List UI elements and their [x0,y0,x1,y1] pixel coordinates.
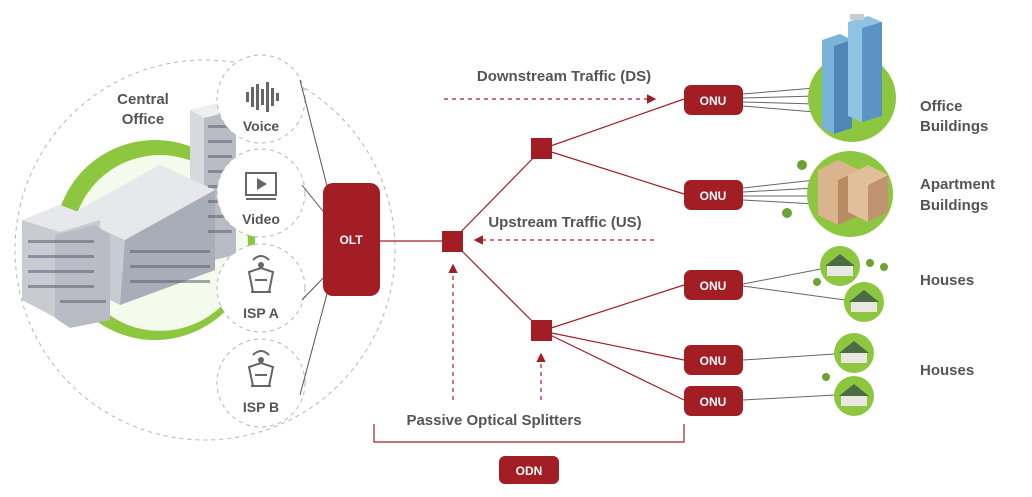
onu-box: ONU [684,180,743,210]
service-isp-b: ISP B [216,338,306,428]
splitter-bottom [531,320,552,341]
service-to-olt-lines [299,79,329,396]
onu-label: ONU [700,354,727,368]
central-office-buildings [22,102,236,328]
office-buildings-illustration [808,14,896,142]
apartment-buildings-label-line2: Buildings [920,197,988,214]
houses-label: Houses [920,272,974,289]
house-icon [820,246,860,286]
onu-label: ONU [700,279,727,293]
splitter-top [531,138,552,159]
splitters-label: Passive Optical Splitters [406,412,581,429]
olt-label: OLT [339,233,363,247]
central-office-boundary [14,59,396,441]
central-office-label-line1: Central [117,91,169,108]
service-voice: Voice [216,54,306,144]
onu-box: ONU [684,85,743,115]
apartment-buildings-label-line1: Apartment [920,176,995,193]
odn-label: ODN [516,464,543,478]
house-icon [844,282,884,322]
odn-bracket [373,424,685,443]
tree-icons [813,259,888,381]
office-buildings-label-line1: Office [920,98,963,115]
apartment-buildings-illustration [782,151,893,237]
splitter-main [442,231,463,252]
service-voice-label: Voice [243,118,280,134]
service-video-label: Video [242,211,280,227]
upstream-traffic-label: Upstream Traffic (US) [488,214,641,231]
video-player-icon [245,172,277,200]
isp-b-tower-icon [247,350,275,387]
fiber-lines [380,98,685,401]
houses-label: Houses [920,362,974,379]
service-isp-b-label: ISP B [243,399,279,415]
service-video: Video [216,148,306,238]
onu-box: ONU [684,270,743,300]
onu-label: ONU [700,94,727,108]
olt-box: OLT [323,183,380,296]
voice-waveform-icon [246,82,279,112]
house-icon [834,376,874,416]
onu-label: ONU [700,189,727,203]
central-office-label-line2: Office [122,111,165,128]
office-buildings-label-line2: Buildings [920,118,988,135]
onu-drop-lines [742,87,846,401]
onu-label: ONU [700,395,727,409]
service-isp-a-label: ISP A [243,305,279,321]
downstream-traffic-label: Downstream Traffic (DS) [477,68,651,85]
house-icon [834,333,874,373]
onu-box: ONU [684,386,743,416]
onu-box: ONU [684,345,743,375]
isp-a-tower-icon [247,255,275,293]
odn-box: ODN [499,456,559,484]
service-isp-a: ISP A [216,243,306,333]
